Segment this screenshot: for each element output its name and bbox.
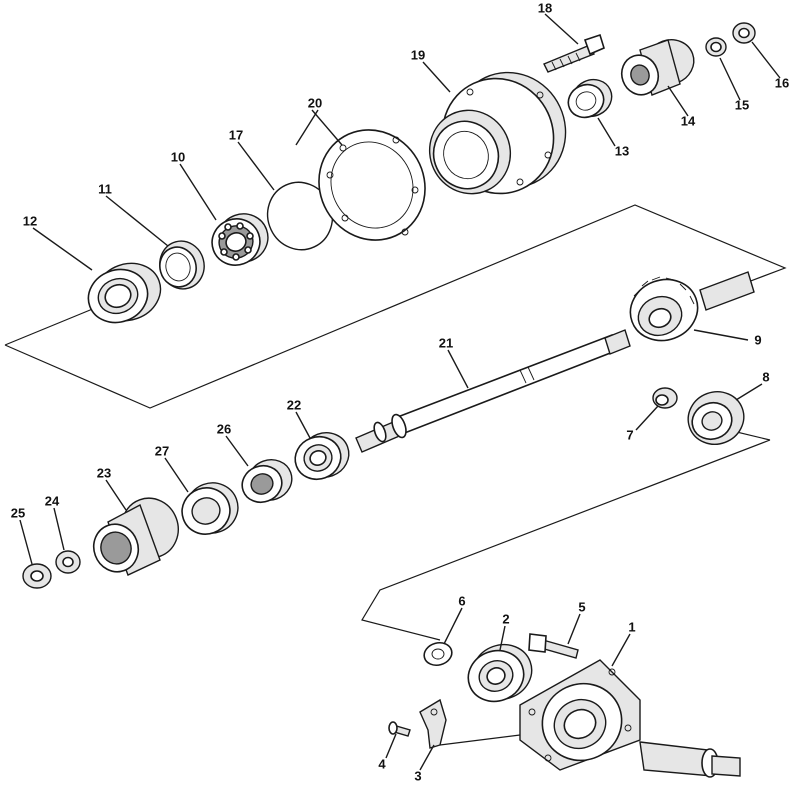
callout-1: 1	[628, 619, 635, 634]
callout-13: 13	[615, 143, 629, 158]
callout-7: 7	[626, 427, 633, 442]
part-27-seal	[181, 482, 239, 535]
callout-23: 23	[97, 465, 111, 480]
callout-5: 5	[578, 599, 585, 614]
callout-19: 19	[411, 47, 425, 62]
callout-22: 22	[287, 397, 301, 412]
part-22-bearing	[294, 432, 350, 481]
part-7-pinion	[652, 387, 678, 409]
callout-16: 16	[775, 75, 789, 90]
part-18-bolt	[543, 33, 605, 73]
callout-27: 27	[155, 443, 169, 458]
callout-15: 15	[735, 97, 749, 112]
part-20-gasket	[318, 129, 426, 241]
part-5-bolt	[528, 633, 579, 659]
part-25-nut	[22, 563, 52, 589]
part-13-bearing	[567, 78, 613, 119]
callout-12: 12	[23, 213, 37, 228]
part-2-bearing	[467, 643, 533, 703]
callout-3: 3	[414, 768, 421, 783]
part-9-bevel-gear	[629, 271, 755, 342]
part-1-housing	[519, 659, 641, 771]
callout-17: 17	[229, 127, 243, 142]
part-16-nut	[732, 22, 756, 44]
part-6-washer	[423, 641, 453, 667]
callout-21: 21	[439, 335, 453, 350]
callout-20: 20	[308, 95, 322, 110]
callout-4: 4	[378, 756, 386, 771]
part-12-bearing	[87, 262, 162, 324]
callout-6: 6	[458, 593, 465, 608]
part-8-gear	[687, 391, 745, 445]
callout-9: 9	[754, 332, 761, 347]
callout-10: 10	[171, 149, 185, 164]
part-21-shaft	[355, 329, 631, 453]
output-shaft	[639, 741, 741, 778]
part-23-hub	[92, 497, 179, 576]
assembly-outline-upper	[4, 204, 787, 409]
part-26-needle-bearing	[241, 459, 293, 504]
callout-2: 2	[502, 611, 509, 626]
callout-24: 24	[45, 493, 60, 508]
callout-8: 8	[762, 369, 769, 384]
part-11-ring	[159, 240, 205, 290]
part-4-bolt	[388, 721, 411, 737]
leader-lines	[19, 13, 781, 771]
part-3-bracket	[419, 698, 447, 749]
callout-26: 26	[217, 421, 231, 436]
callout-25: 25	[11, 505, 25, 520]
part-24-washer	[55, 550, 81, 574]
callout-11: 11	[98, 181, 112, 196]
callout-14: 14	[681, 113, 696, 128]
callout-18: 18	[538, 0, 552, 15]
part-15-washer	[705, 37, 727, 57]
part-10-ball-bearing	[211, 213, 269, 266]
part-14-coupling	[620, 39, 695, 96]
part-19-housing	[428, 71, 567, 195]
